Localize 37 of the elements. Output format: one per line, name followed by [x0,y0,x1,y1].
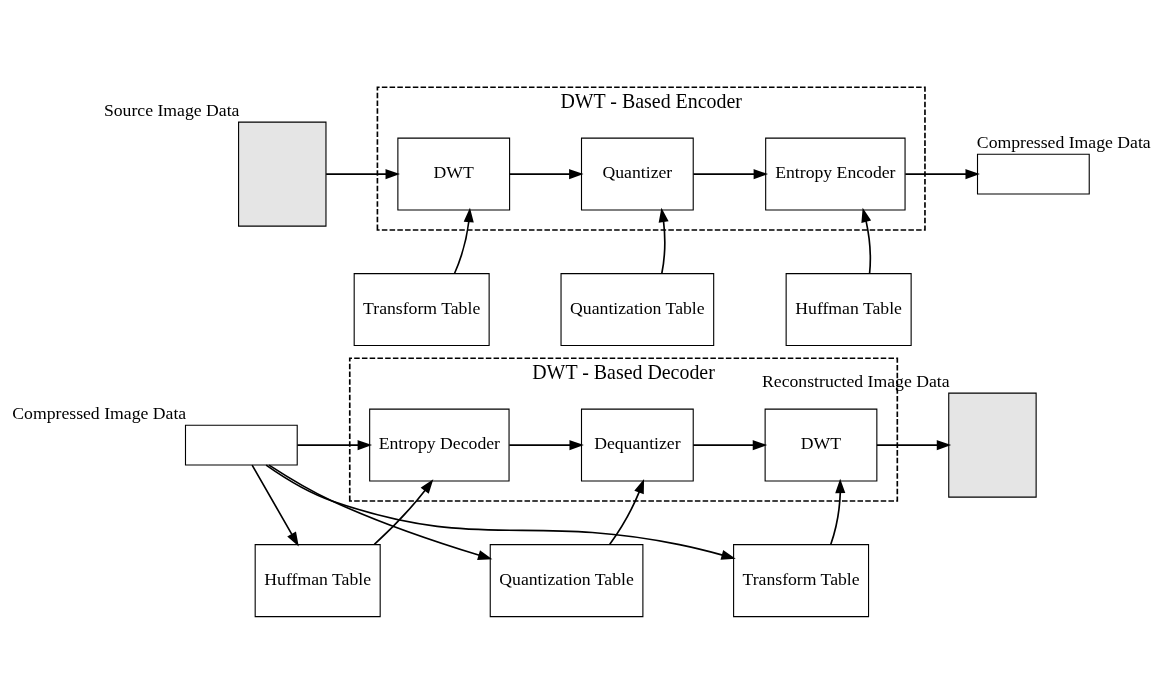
node-box: Quantizer [580,137,694,211]
arrow [830,478,846,546]
node-label: Compressed Image Data [12,403,187,424]
node-box: DWT [764,408,878,482]
arrow [692,169,769,180]
arrow [251,464,299,547]
node-box [976,153,1090,195]
node-label: Reconstructed Image Data [762,371,950,392]
arrow [876,440,952,451]
node-box: Huffman Table [254,544,381,618]
node-box: Entropy Encoder [765,137,906,211]
arrow [608,478,645,546]
node-box [948,392,1037,498]
node-box: Dequantizer [580,408,694,482]
node-box: Huffman Table [785,273,912,347]
arrow [692,440,768,451]
node-box [184,424,298,466]
node-box: Transform Table [733,544,870,618]
node-box: Entropy Decoder [369,408,510,482]
node-box: DWT [397,137,511,211]
node-box: Transform Table [353,273,490,347]
arrow [508,440,584,451]
arrow [904,169,980,180]
node-box: Quantization Table [560,273,715,347]
arrow [265,464,736,560]
arrow [508,169,584,180]
arrow [453,207,474,275]
node-box [238,121,327,227]
arrow [658,207,669,275]
node-label: Compressed Image Data [976,132,1151,153]
arrow [373,479,434,546]
node-box: Quantization Table [489,544,644,618]
node-label: Source Image Data [103,100,240,121]
arrow [268,464,493,560]
arrow [325,169,400,180]
arrow [861,207,872,275]
arrow [296,440,372,451]
